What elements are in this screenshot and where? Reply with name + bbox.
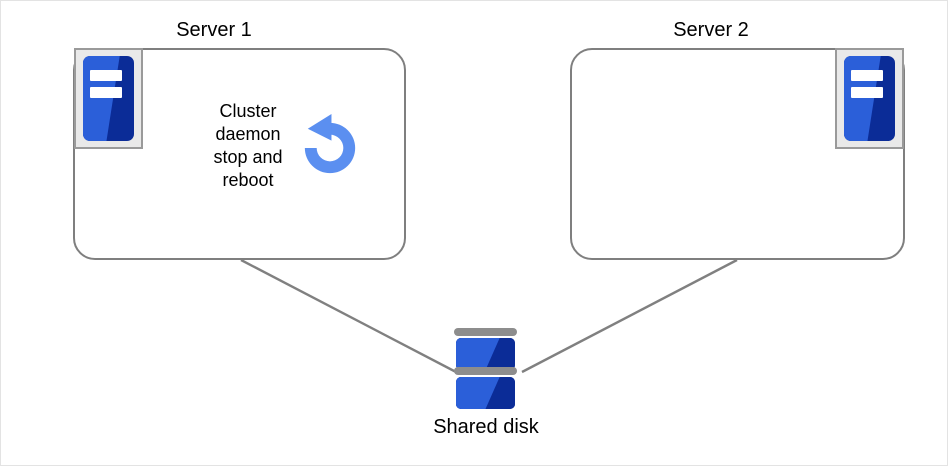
server-icon-bar-bottom bbox=[90, 86, 122, 98]
server2-title: Server 2 bbox=[673, 19, 749, 41]
server-icon-body bbox=[83, 56, 134, 141]
disk-bar-top bbox=[454, 328, 517, 336]
server-icon-body bbox=[844, 56, 895, 141]
disk-platter-lower bbox=[456, 377, 515, 409]
server-icon bbox=[835, 48, 904, 149]
disk-stack-icon bbox=[454, 328, 517, 410]
shared-disk-label: Shared disk bbox=[433, 416, 539, 438]
disk-platter-upper bbox=[456, 338, 515, 370]
disk-platter-lower-fill bbox=[456, 377, 515, 409]
server-icon-bar-top bbox=[90, 69, 122, 81]
server-icon-sheen bbox=[844, 56, 881, 141]
server-icon-bar-top bbox=[851, 69, 883, 81]
disk-bar-middle bbox=[454, 367, 517, 375]
connector-server2-disk bbox=[521, 258, 738, 374]
server1-body-text: Cluster daemon stop and reboot bbox=[213, 101, 283, 190]
server1-title: Server 1 bbox=[176, 19, 252, 41]
disk-platter-upper-fill bbox=[456, 338, 515, 370]
connector-server1-disk bbox=[240, 258, 457, 374]
server-icon bbox=[74, 48, 143, 149]
refresh-reboot-icon bbox=[304, 113, 356, 174]
server-icon-sheen bbox=[83, 56, 120, 141]
server-icon-bar-bottom bbox=[851, 86, 883, 98]
